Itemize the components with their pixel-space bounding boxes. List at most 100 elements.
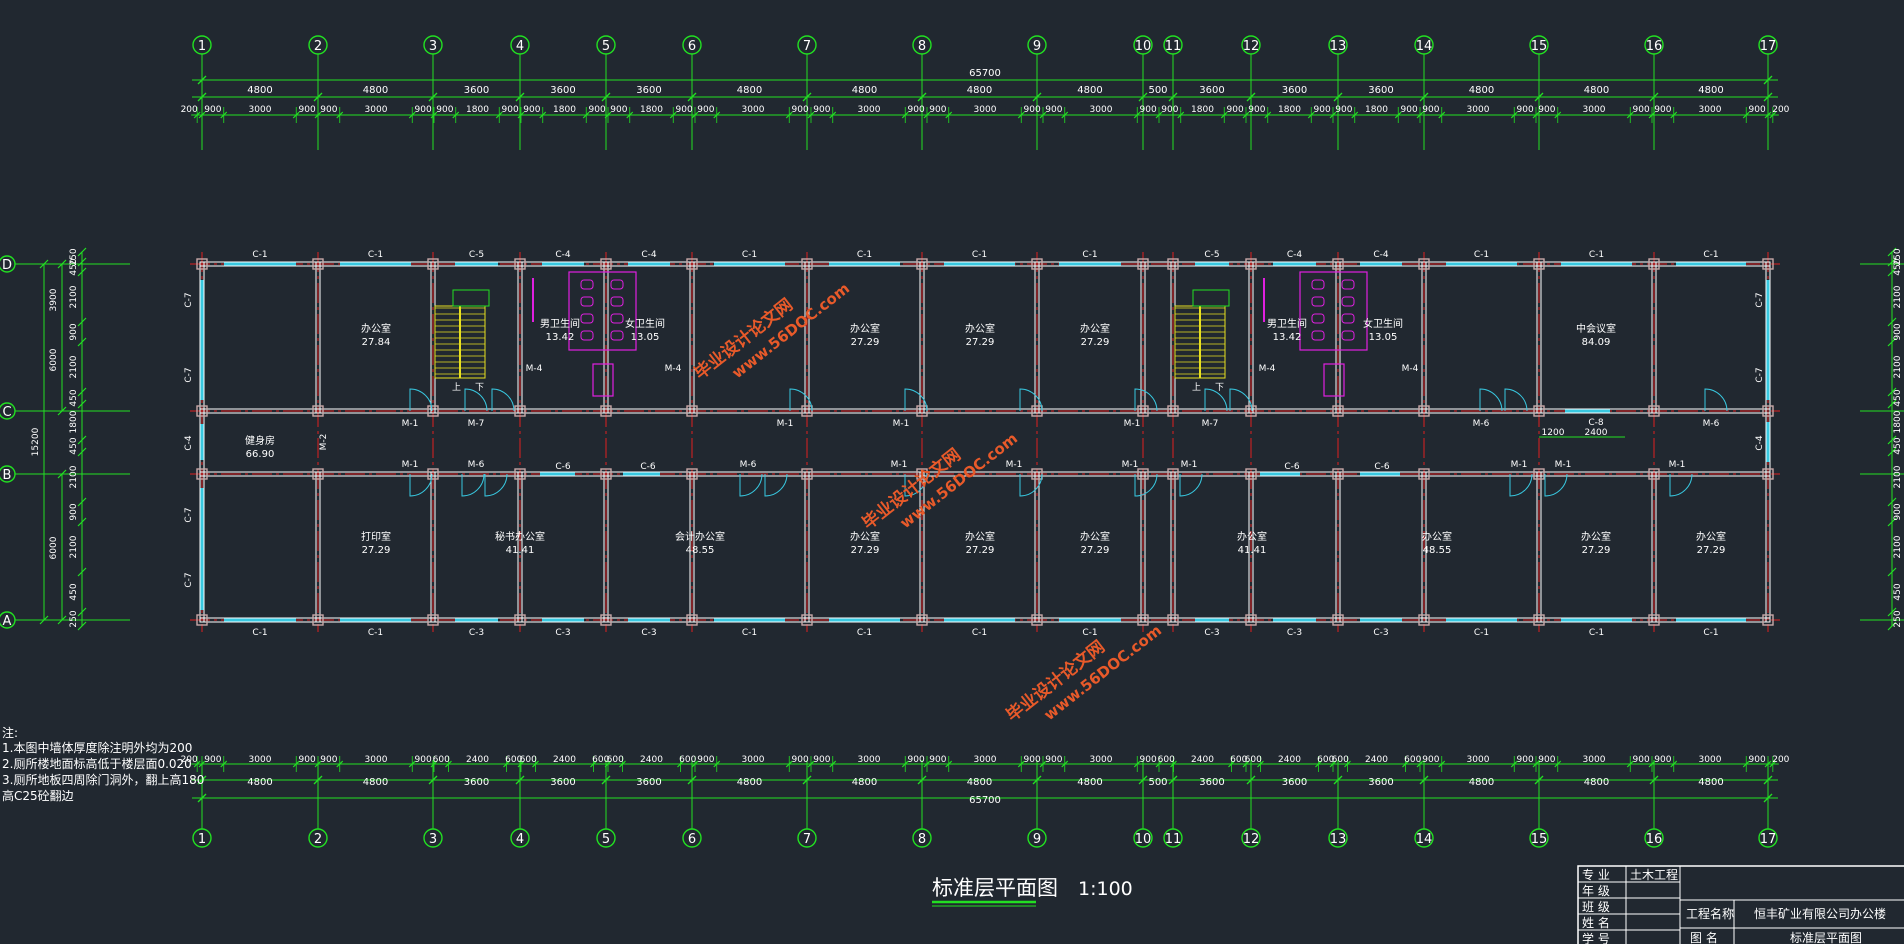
tb-id-label: 学 号 — [1582, 931, 1610, 944]
dimension-text: 900 — [1538, 755, 1555, 765]
column — [1762, 614, 1774, 626]
dimension-text: 900 — [697, 755, 714, 765]
axis-label: 3 — [429, 832, 437, 847]
window-label: C-1 — [742, 628, 757, 638]
dimension-tick — [1887, 387, 1897, 397]
dimension-tick — [601, 775, 611, 785]
column — [600, 468, 612, 480]
column — [1762, 468, 1774, 480]
column — [196, 258, 208, 270]
window-label: C-5 — [469, 250, 484, 260]
dimension-text: 900 — [204, 755, 221, 765]
dimension-tick — [77, 387, 87, 397]
watermark-1: 毕业设计论文网 www.56DOC.com — [690, 279, 853, 384]
wall — [804, 471, 810, 623]
dimension-text: 900 — [1314, 105, 1331, 115]
window-label: C-4 — [1373, 250, 1389, 260]
door-swing — [1229, 388, 1253, 412]
room-name: 会计办公室 — [675, 530, 725, 543]
room-name: 办公室 — [1080, 530, 1110, 543]
dimension-text: 1800 — [1893, 410, 1903, 433]
walls — [196, 258, 1774, 626]
window-label: C-3 — [641, 628, 656, 638]
column — [196, 614, 208, 626]
dimension-text: 900 — [1893, 503, 1903, 520]
dimension-text: 250 — [69, 610, 79, 627]
room-name: 办公室 — [850, 530, 880, 543]
window-label: C-7 — [1755, 367, 1765, 382]
column — [1648, 468, 1660, 480]
dimension-tick — [77, 435, 87, 445]
dimension-text: 900 — [1633, 105, 1650, 115]
axis-label: 16 — [1646, 832, 1663, 847]
dimension-text: 900 — [1517, 105, 1534, 115]
notes: 注: 1.本图中墙体厚度除注明外均为200 2.厕所楼地面标高低于楼层面0.02… — [2, 725, 204, 803]
dimension-text: 2400 — [640, 755, 663, 765]
door-swing — [1179, 473, 1203, 497]
dimension-text: 3900 — [49, 288, 59, 311]
dimension-tick — [1763, 92, 1773, 102]
room-name: 办公室 — [361, 322, 391, 335]
dimension-text: 3000 — [742, 105, 765, 115]
dimension-text: 900 — [299, 105, 316, 115]
dimension-tick — [77, 337, 87, 347]
toilet-fixture — [1311, 313, 1325, 324]
dimension-text: 3600 — [636, 85, 661, 96]
dimension-tick — [1887, 435, 1897, 445]
dimension-text: 600 — [1332, 755, 1349, 765]
dimension-text: 900 — [610, 105, 627, 115]
dimension-tick — [1887, 257, 1897, 267]
dimension-text: 900 — [1227, 105, 1244, 115]
door-swing — [1509, 473, 1533, 497]
dimension-text: 900 — [523, 105, 540, 115]
dimension-text: 3600 — [1368, 85, 1393, 96]
wall — [1140, 261, 1146, 414]
door-swing — [904, 388, 928, 412]
dimension-tick — [515, 92, 525, 102]
window-label: C-3 — [1204, 628, 1219, 638]
dimension-text: 900 — [415, 755, 432, 765]
wall — [199, 261, 205, 623]
dimension-text: 600 — [1230, 755, 1247, 765]
tb-class-label: 班 级 — [1582, 900, 1610, 914]
window-label: C-6 — [640, 462, 656, 472]
dimension-tick — [1887, 267, 1897, 277]
wall — [1536, 471, 1542, 623]
dimension-text: 2400 — [466, 755, 489, 765]
door-swing — [484, 473, 508, 497]
dimension-text: 200 — [1772, 755, 1789, 765]
wall — [517, 471, 523, 623]
dimension-text: 3600 — [1368, 777, 1393, 788]
column — [1332, 468, 1344, 480]
column — [686, 614, 698, 626]
toilet-partition — [1299, 271, 1368, 351]
dimension-text: 900 — [792, 755, 809, 765]
door-label: M-1 — [1669, 460, 1686, 470]
dimension-tick — [57, 259, 67, 269]
dimension-text: 600 — [1404, 755, 1421, 765]
dimension-tick — [197, 92, 207, 102]
dimension-tick — [1887, 607, 1897, 617]
column — [1648, 258, 1660, 270]
room-area: 13.42 — [546, 332, 575, 343]
dimension-text: 900 — [929, 755, 946, 765]
dimension-text: 2400 — [1365, 755, 1388, 765]
wall — [689, 261, 695, 414]
column — [1332, 258, 1344, 270]
wall — [603, 471, 609, 623]
dimension-text: 900 — [320, 105, 337, 115]
axis-label: 7 — [803, 832, 811, 847]
dimension-tick — [77, 247, 87, 257]
dimension-text: 900 — [415, 105, 432, 115]
room-area: 66.90 — [246, 449, 275, 460]
stair-up-label: 上 — [452, 382, 461, 393]
dimension-tick — [197, 75, 207, 85]
dimension-text: 4800 — [1469, 777, 1494, 788]
dimension-tick — [1534, 775, 1544, 785]
dimension-text: 3600 — [1199, 85, 1224, 96]
door-swing — [1019, 473, 1043, 497]
axis-label: 3 — [429, 39, 437, 54]
dimension-text: 3000 — [974, 105, 997, 115]
dimension-text: 450 — [1893, 258, 1903, 275]
notes-line-3: 3.厕所地板四周除门洞外，翻上高180 — [2, 772, 204, 787]
